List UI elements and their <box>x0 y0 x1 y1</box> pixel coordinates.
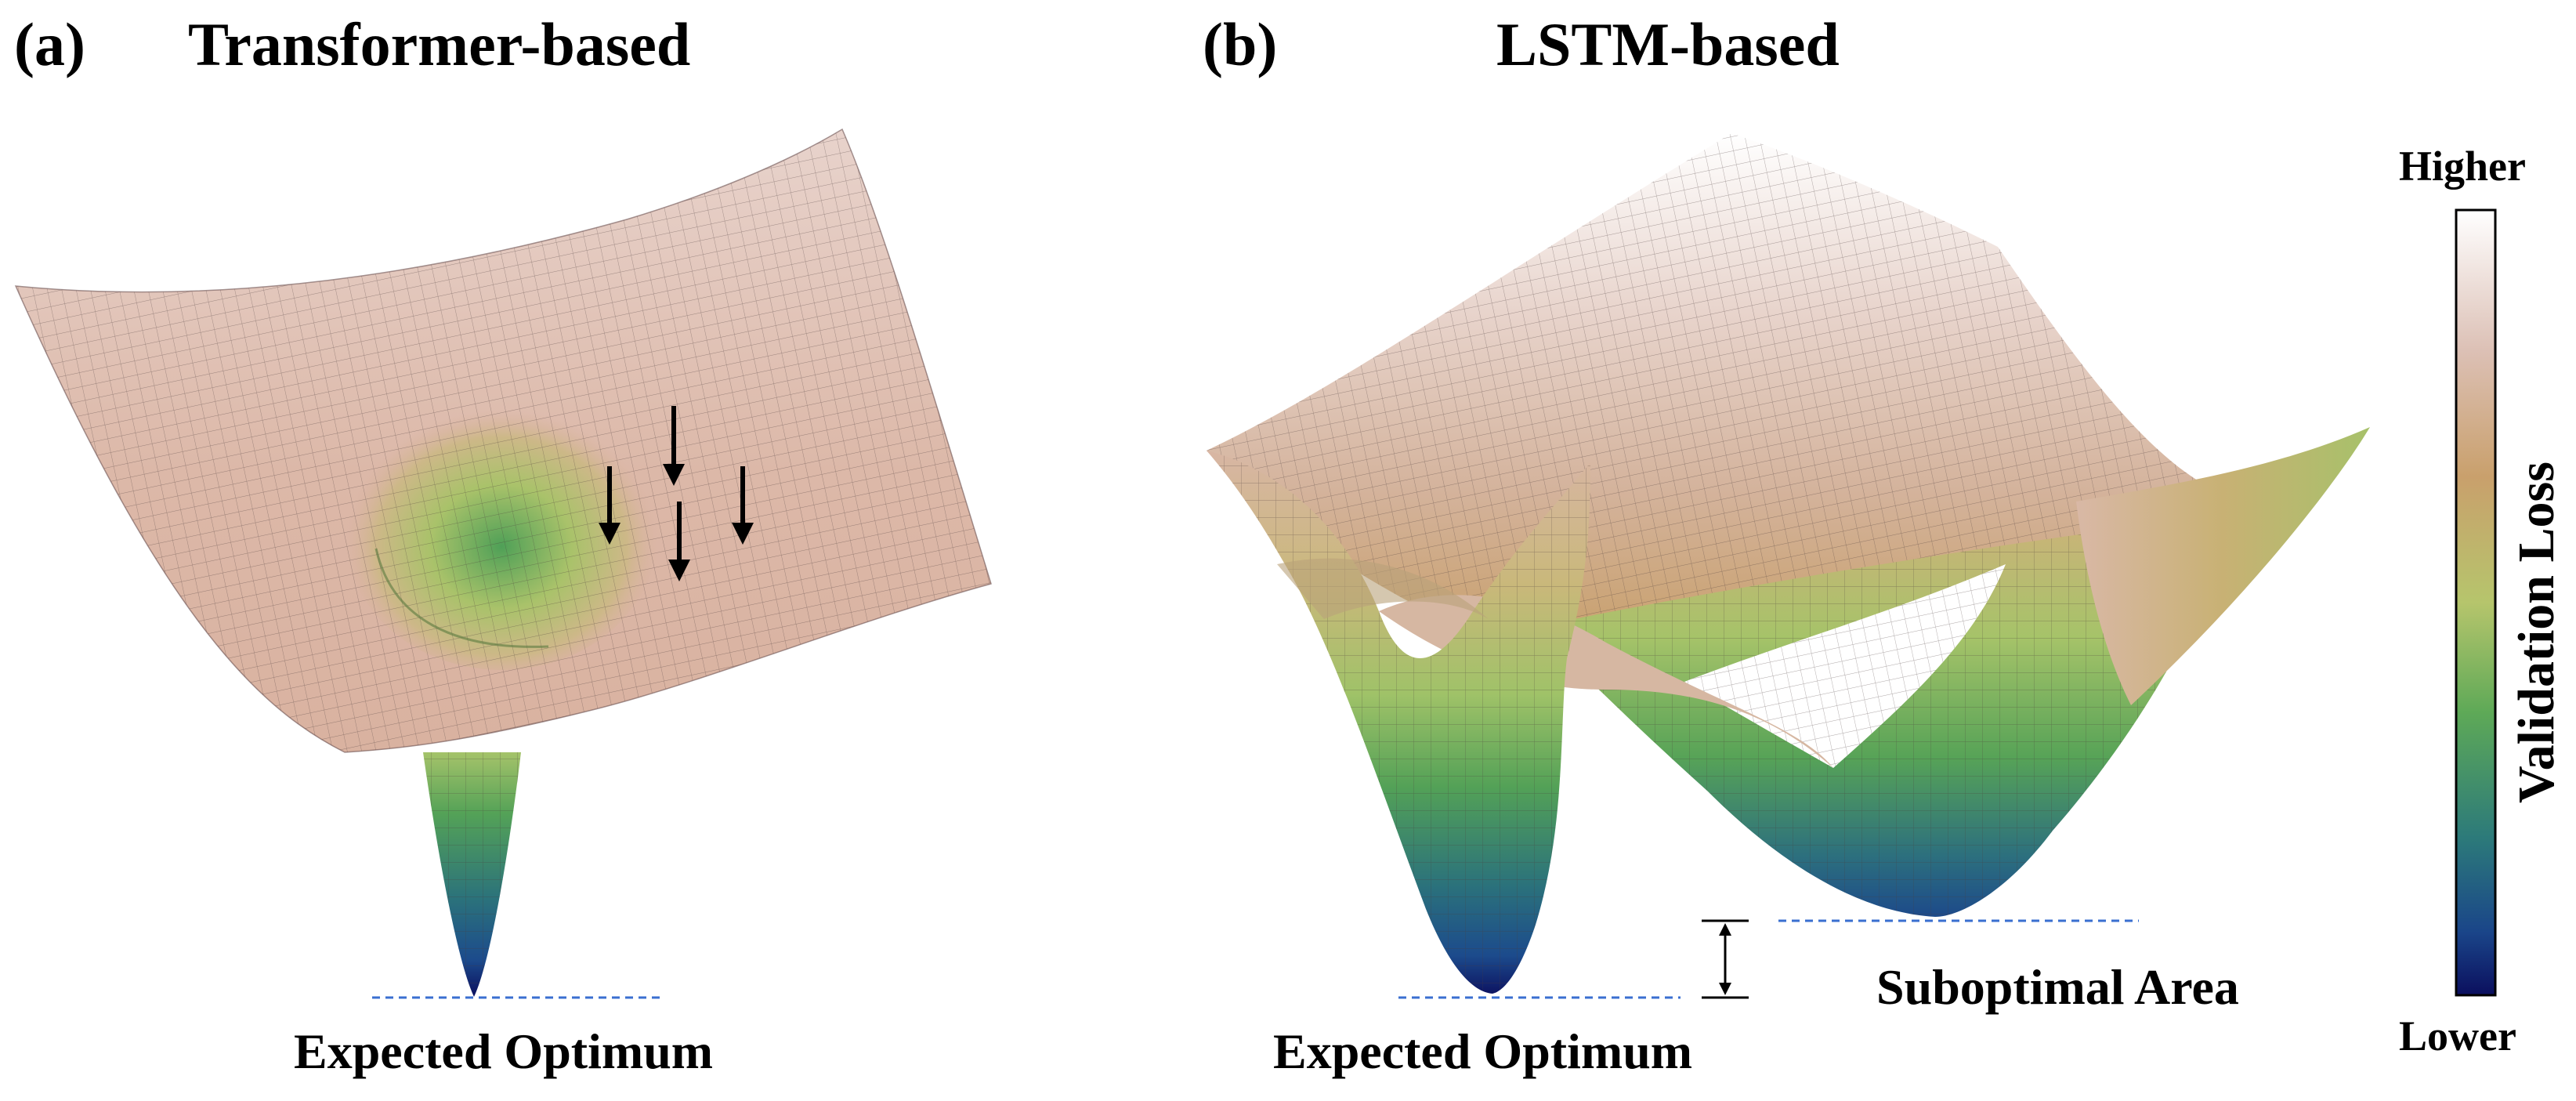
panel-a-optimum-label: Expected Optimum <box>294 1023 714 1079</box>
panel-a-descent-arrows <box>599 406 754 581</box>
gap-arrow-icon <box>1702 919 1749 999</box>
colorbar <box>2455 208 2497 997</box>
colorbar-gradient <box>2455 208 2497 997</box>
panel-b-suboptimal-label: Suboptimal Area <box>1876 959 2239 1015</box>
colorbar-low-label: Lower <box>2399 1012 2516 1059</box>
arrow-icon <box>663 406 685 486</box>
panel-b-optimum-label: Expected Optimum <box>1273 1023 1693 1079</box>
panel-b-title: LSTM-based <box>1496 10 1840 78</box>
arrow-icon <box>668 502 690 581</box>
panel-a-label: (a) <box>14 10 85 78</box>
arrow-icon <box>732 466 754 545</box>
panel-b-label: (b) <box>1203 10 1278 78</box>
panel-a-surface <box>14 128 992 997</box>
panel-a-title: Transformer-based <box>188 10 691 78</box>
arrow-icon <box>599 466 620 545</box>
panel-b-surface <box>1207 133 2370 994</box>
colorbar-high-label: Higher <box>2399 143 2526 190</box>
